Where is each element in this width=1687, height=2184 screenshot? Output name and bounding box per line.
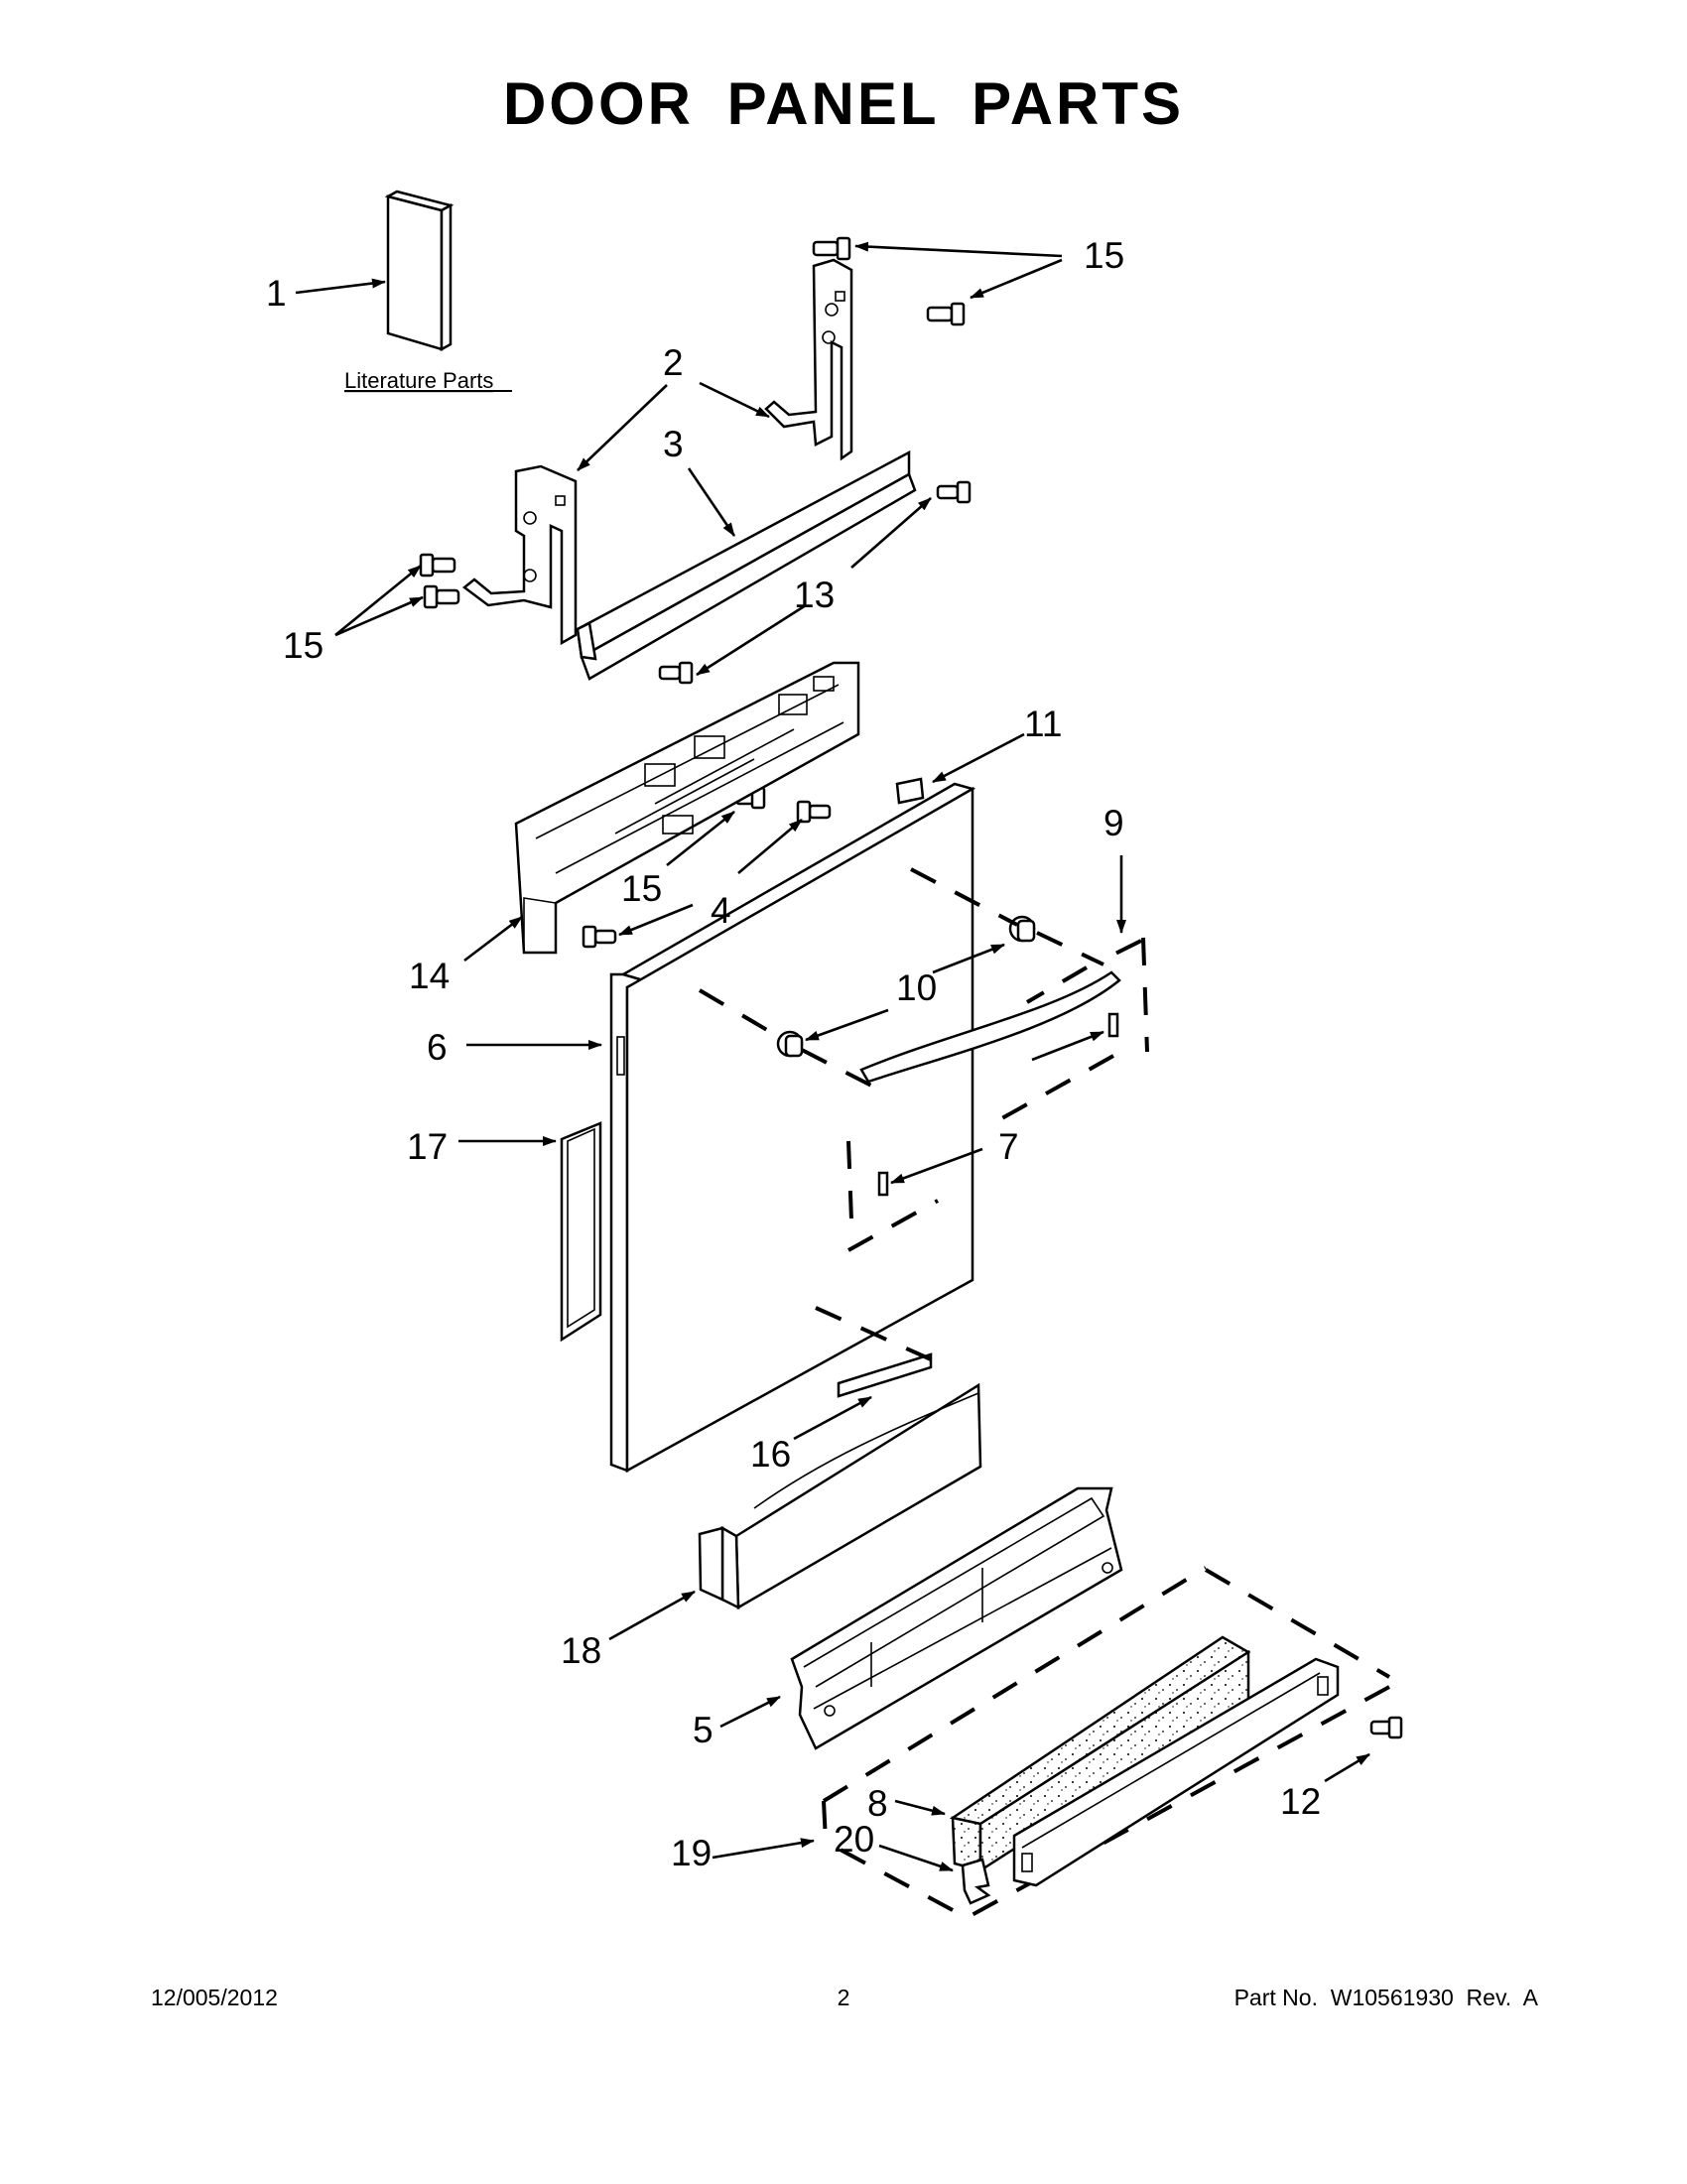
screw-15-left-1 [419,553,456,578]
footer-page-number: 2 [837,1985,850,2010]
kickplate-rail [1012,1657,1340,1887]
literature-booklet [384,190,454,352]
control-console [514,661,860,955]
callout-8: 8 [867,1783,888,1824]
screw-12 [1369,1716,1403,1739]
side-trim-strip-inner [567,1127,595,1329]
callout-4: 4 [711,890,731,931]
outer-door-panel [609,782,976,1474]
callout-13: 13 [794,575,835,615]
screw-13-right [936,480,972,504]
screw-15-top-2 [926,302,966,326]
handle-pin-right [1107,1012,1119,1038]
callout-12: 12 [1280,1781,1321,1822]
callout-15-console: 15 [621,868,662,909]
side-trim-strip [560,1121,602,1343]
page-title: DOOR PANEL PARTS [502,70,1185,137]
callout-17: 17 [407,1126,448,1167]
callout-6: 6 [427,1027,448,1068]
door-clip [895,777,925,805]
screw-4 [796,800,832,824]
handle-pin-left [877,1171,889,1197]
handle-end-cap-left [776,1030,804,1058]
screws [419,236,1403,1739]
callout-14: 14 [409,956,450,996]
callout-7: 7 [998,1126,1019,1167]
handle-end-cap-right [1008,915,1036,943]
kickplate-clip [961,1858,991,1905]
screw-15-top-1 [812,236,851,261]
callout-19: 19 [671,1833,712,1873]
assembly-lines [698,867,1149,1361]
door-handle [859,970,1121,1084]
callout-15-top: 15 [1084,235,1124,276]
left-door-bracket [461,464,578,646]
lower-bracket-channel [790,1486,1123,1750]
top-trim-channel [576,450,917,681]
screw-14 [582,925,617,949]
callout-15-left: 15 [283,625,324,666]
logo-badge [837,1352,933,1398]
callout-16: 16 [750,1434,791,1475]
callout-numbers: 1 2 3 4 5 6 7 8 9 10 11 12 13 14 15 15 1… [266,235,1321,1873]
screw-13-lower [658,661,694,685]
callout-5: 5 [693,1710,714,1750]
leader-lines [295,241,1370,1872]
kickplate-cover [698,1382,982,1610]
callout-3: 3 [663,424,684,464]
callout-11: 11 [1024,704,1062,744]
screw-15-left-2 [423,584,460,609]
right-door-bracket [764,258,853,461]
callout-18: 18 [561,1630,601,1671]
callout-20: 20 [834,1819,874,1860]
callout-10: 10 [896,967,937,1008]
callout-2: 2 [663,342,684,383]
callout-9: 9 [1103,803,1124,843]
literature-parts-label: Literature Parts [344,368,493,393]
footer-date: 12/005/2012 [151,1985,278,2010]
callout-1: 1 [266,273,287,314]
footer-part-number: Part No. W10561930 Rev. A [1233,1985,1538,2010]
